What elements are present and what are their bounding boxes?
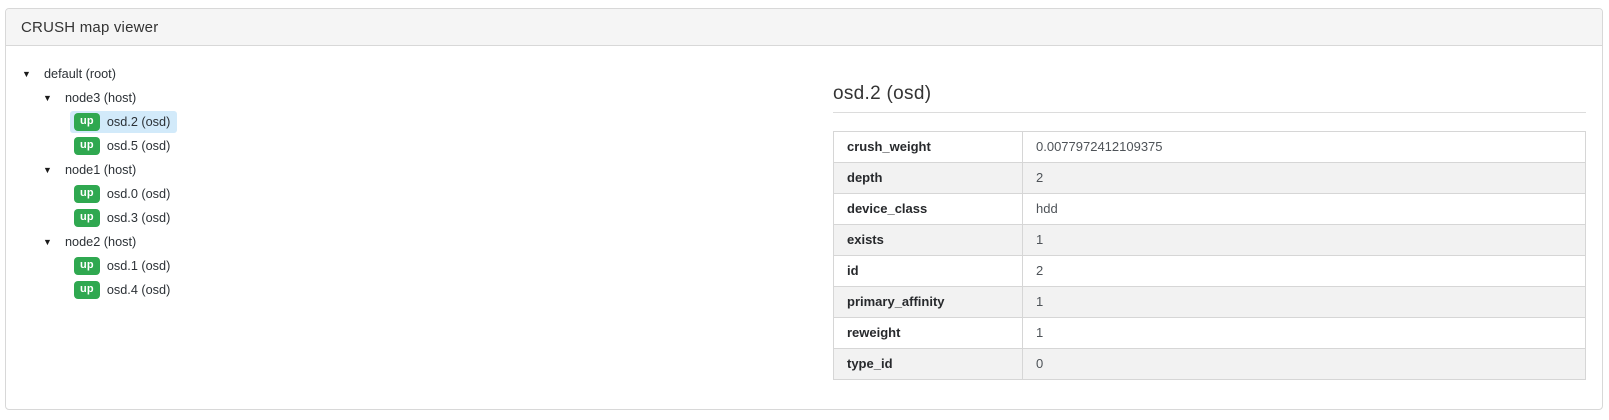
status-badge-up: up bbox=[74, 137, 100, 155]
attribute-value-cell: 0.0077972412109375 bbox=[1022, 131, 1586, 163]
selected-node-title: osd.2 (osd) bbox=[833, 83, 932, 104]
attribute-key-cell: crush_weight bbox=[833, 131, 1023, 163]
tree-node-label: node3 (host) bbox=[65, 91, 137, 105]
page-title: CRUSH map viewer bbox=[21, 18, 159, 36]
tree-node-content[interactable]: default (root) bbox=[40, 65, 123, 83]
card-body: ▼ default (root) ▼ node3 (host) up osd.2… bbox=[6, 46, 1602, 410]
status-badge-up: up bbox=[74, 113, 100, 131]
attribute-value-cell: 2 bbox=[1022, 162, 1586, 194]
tree-node-content[interactable]: node1 (host) bbox=[61, 161, 143, 179]
tree-node-content[interactable]: node3 (host) bbox=[61, 89, 143, 107]
tree-node-label: osd.2 (osd) bbox=[106, 115, 171, 129]
node-attributes-table: crush_weight 0.0077972412109375 depth 2 … bbox=[833, 131, 1586, 380]
table-row: id 2 bbox=[833, 255, 1586, 287]
tree-node-label: node2 (host) bbox=[65, 235, 137, 249]
tree-node[interactable]: ▼ default (root) bbox=[6, 62, 833, 86]
expand-caret-icon[interactable]: ▼ bbox=[43, 237, 52, 247]
table-row: depth 2 bbox=[833, 162, 1586, 194]
tree-node[interactable]: up osd.1 (osd) bbox=[6, 254, 833, 278]
table-row: reweight 1 bbox=[833, 317, 1586, 349]
tree-node[interactable]: ▼ node2 (host) bbox=[6, 230, 833, 254]
tree-node-content[interactable]: node2 (host) bbox=[61, 233, 143, 251]
table-row: exists 1 bbox=[833, 224, 1586, 256]
card-header: CRUSH map viewer bbox=[6, 9, 1602, 46]
attribute-key-cell: primary_affinity bbox=[833, 286, 1023, 318]
tree-node[interactable]: up osd.5 (osd) bbox=[6, 134, 833, 158]
attribute-value-cell: 1 bbox=[1022, 286, 1586, 318]
tree-node[interactable]: up osd.4 (osd) bbox=[6, 278, 833, 302]
tree-node-label: osd.3 (osd) bbox=[106, 211, 171, 225]
title-divider bbox=[833, 112, 1586, 113]
tree-node[interactable]: ▼ node3 (host) bbox=[6, 86, 833, 110]
tree-node[interactable]: up osd.3 (osd) bbox=[6, 206, 833, 230]
attribute-value-cell: 1 bbox=[1022, 224, 1586, 256]
tree-node-label: osd.5 (osd) bbox=[106, 139, 171, 153]
attribute-key-cell: depth bbox=[833, 162, 1023, 194]
attribute-key-cell: reweight bbox=[833, 317, 1023, 349]
status-badge-up: up bbox=[74, 209, 100, 227]
attribute-key-cell: exists bbox=[833, 224, 1023, 256]
attribute-value-cell: 1 bbox=[1022, 317, 1586, 349]
tree-node-label: default (root) bbox=[44, 67, 116, 81]
tree-node-content[interactable]: up osd.3 (osd) bbox=[70, 207, 177, 229]
tree-node-label: osd.4 (osd) bbox=[106, 283, 171, 297]
attribute-key-cell: device_class bbox=[833, 193, 1023, 225]
crush-tree-panel: ▼ default (root) ▼ node3 (host) up osd.2… bbox=[6, 46, 833, 410]
attribute-key-cell: type_id bbox=[833, 348, 1023, 380]
tree-node-content[interactable]: up osd.4 (osd) bbox=[70, 279, 177, 301]
tree-node-content[interactable]: up osd.5 (osd) bbox=[70, 135, 177, 157]
attribute-value-cell: 0 bbox=[1022, 348, 1586, 380]
attribute-key-cell: id bbox=[833, 255, 1023, 287]
tree-node[interactable]: up osd.2 (osd) bbox=[6, 110, 833, 134]
tree-node-content[interactable]: up osd.1 (osd) bbox=[70, 255, 177, 277]
status-badge-up: up bbox=[74, 185, 100, 203]
expand-caret-icon[interactable]: ▼ bbox=[43, 165, 52, 175]
expand-caret-icon[interactable]: ▼ bbox=[22, 69, 31, 79]
tree-node-content[interactable]: up osd.0 (osd) bbox=[70, 183, 177, 205]
table-row: type_id 0 bbox=[833, 348, 1586, 380]
node-attributes-table-body: crush_weight 0.0077972412109375 depth 2 … bbox=[833, 131, 1586, 380]
table-row: crush_weight 0.0077972412109375 bbox=[833, 131, 1586, 163]
crush-tree: ▼ default (root) ▼ node3 (host) up osd.2… bbox=[6, 62, 833, 302]
crush-map-viewer-card: CRUSH map viewer ▼ default (root) ▼ node… bbox=[5, 8, 1603, 410]
node-details-panel: osd.2 (osd) crush_weight 0.0077972412109… bbox=[833, 46, 1602, 410]
tree-node-label: osd.1 (osd) bbox=[106, 259, 171, 273]
tree-node[interactable]: ▼ node1 (host) bbox=[6, 158, 833, 182]
attribute-value-cell: hdd bbox=[1022, 193, 1586, 225]
table-row: primary_affinity 1 bbox=[833, 286, 1586, 318]
tree-node-label: osd.0 (osd) bbox=[106, 187, 171, 201]
status-badge-up: up bbox=[74, 257, 100, 275]
tree-node-content[interactable]: up osd.2 (osd) bbox=[70, 111, 178, 133]
attribute-value-cell: 2 bbox=[1022, 255, 1586, 287]
table-row: device_class hdd bbox=[833, 193, 1586, 225]
expand-caret-icon[interactable]: ▼ bbox=[43, 93, 52, 103]
tree-node-label: node1 (host) bbox=[65, 163, 137, 177]
status-badge-up: up bbox=[74, 281, 100, 299]
tree-node[interactable]: up osd.0 (osd) bbox=[6, 182, 833, 206]
